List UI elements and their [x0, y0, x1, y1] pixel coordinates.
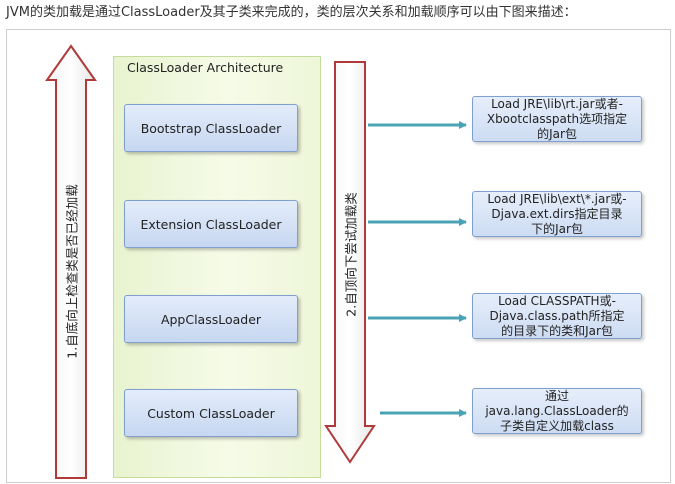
app-note-box: Load CLASSPATH或- Djava.class.path所指定 的目录… — [472, 293, 642, 339]
loader-label: AppClassLoader — [160, 311, 262, 327]
intro-text: JVM的类加载是通过ClassLoader及其子类来完成的，类的层次关系和加载顺… — [6, 5, 577, 20]
extension-classloader-box: Extension ClassLoader — [124, 200, 298, 248]
note-line: 的目录下的类和Jar包 — [501, 323, 613, 338]
note-line: 下的Jar包 — [531, 221, 583, 236]
up-arrow-label: 1.自底向上检查类是否已经加载 — [64, 184, 80, 359]
loader-label: Custom ClassLoader — [147, 405, 275, 421]
custom-classloader-box: Custom ClassLoader — [124, 389, 298, 437]
down-arrow-label: 2.自顶向下尝试加载类 — [343, 192, 359, 317]
note-line: Load JRE\lib\ext\*.jar或- — [487, 191, 627, 206]
loader-label: Bootstrap ClassLoader — [140, 120, 282, 136]
bootstrap-note-box: Load JRE\lib\rt.jar或者- Xbootclasspath选项指… — [472, 96, 642, 142]
note-line: Load CLASSPATH或- — [498, 293, 616, 308]
panel-title: ClassLoader Architecture — [127, 60, 284, 75]
down-arrow-shape — [324, 61, 376, 464]
up-arrow-shape — [45, 44, 97, 479]
extension-note-box: Load JRE\lib\ext\*.jar或- Djava.ext.dirs指… — [472, 191, 642, 237]
note-line: java.lang.ClassLoader的 — [485, 403, 629, 418]
note-line: 通过 — [544, 388, 569, 403]
note-line: 子类自定义加载class — [500, 418, 614, 433]
note-line: Djava.ext.dirs指定目录 — [491, 206, 623, 221]
loader-label: Extension ClassLoader — [140, 216, 282, 232]
note-line: Djava.class.path所指定 — [489, 308, 625, 323]
app-classloader-box: AppClassLoader — [124, 295, 298, 343]
note-line: 的Jar包 — [537, 126, 577, 141]
custom-note-box: 通过 java.lang.ClassLoader的 子类自定义加载class — [472, 388, 642, 434]
bootstrap-classloader-box: Bootstrap ClassLoader — [124, 104, 298, 152]
note-line: Load JRE\lib\rt.jar或者- — [491, 96, 623, 111]
note-line: Xbootclasspath选项指定 — [486, 111, 628, 126]
